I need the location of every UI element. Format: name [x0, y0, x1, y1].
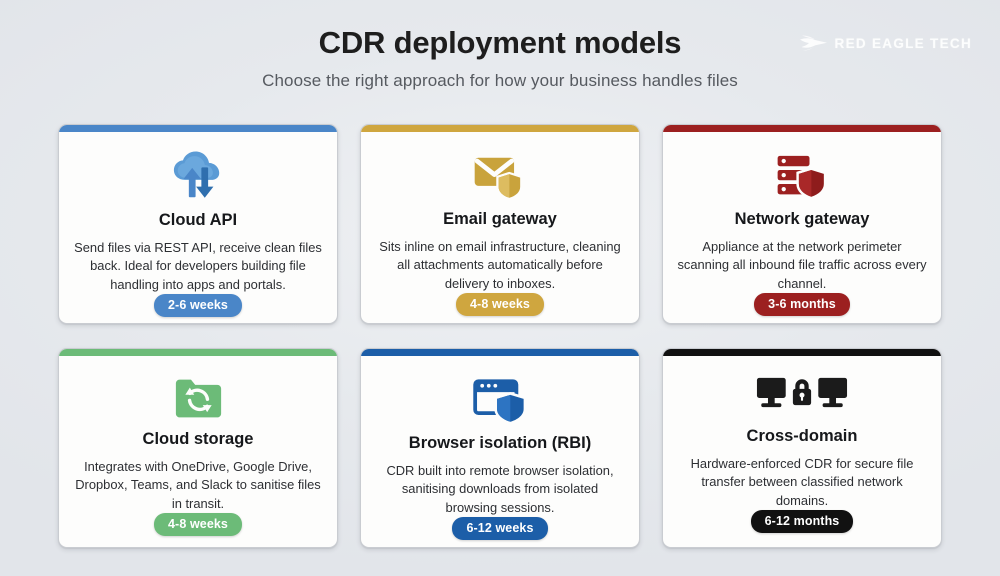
server-shield-icon [772, 150, 832, 203]
card-description: CDR built into remote browser isolation,… [386, 462, 614, 515]
card-title: Browser isolation (RBI) [408, 434, 592, 452]
card-network-gateway[interactable]: Network gateway Appliance at the network… [662, 124, 942, 324]
card-badge-wrap: 6-12 months [750, 510, 854, 534]
card-cross-domain[interactable]: Cross-domain Hardware-enforced CDR for s… [662, 348, 942, 548]
card-cloud-storage[interactable]: Cloud storage Integrates with OneDrive, … [58, 348, 338, 548]
cloud-upload-download-icon [167, 150, 229, 204]
dual-monitor-lock-icon [756, 374, 848, 420]
card-title: Cloud API [158, 211, 238, 229]
card-description: Sits inline on email infrastructure, cle… [379, 238, 621, 291]
card-title: Cross-domain [746, 427, 858, 445]
card-accent-bar [59, 349, 337, 356]
card-badge-wrap: 4-8 weeks [456, 293, 544, 317]
card-accent-bar [361, 125, 639, 132]
brand-logo: RED EAGLE TECH [799, 32, 972, 54]
status-badge: 4-8 weeks [154, 513, 242, 537]
status-badge: 3-6 months [754, 293, 850, 317]
card-badge-wrap: 6-12 weeks [452, 517, 548, 541]
card-accent-bar [59, 125, 337, 132]
status-badge: 6-12 weeks [452, 517, 548, 541]
card-accent-bar [663, 125, 941, 132]
status-badge: 4-8 weeks [456, 293, 544, 317]
status-badge: 2-6 weeks [154, 294, 242, 318]
card-badge-wrap: 4-8 weeks [154, 513, 242, 537]
envelope-shield-icon [470, 150, 530, 203]
page-subtitle: Choose the right approach for how your b… [262, 71, 738, 91]
eagle-icon [799, 32, 829, 54]
logo-text: RED EAGLE TECH [834, 35, 972, 51]
card-description: Hardware-enforced CDR for secure file tr… [690, 455, 914, 508]
card-badge-wrap: 3-6 months [754, 293, 850, 317]
page-title: CDR deployment models [318, 25, 682, 60]
page-header: CDR deployment models Choose the right a… [0, 0, 1000, 91]
card-description: Integrates with OneDrive, Google Drive, … [75, 458, 321, 511]
folder-sync-icon [172, 374, 225, 423]
card-accent-bar [663, 349, 941, 356]
card-title: Network gateway [734, 210, 870, 228]
card-badge-wrap: 2-6 weeks [154, 294, 242, 318]
browser-shield-icon [470, 374, 530, 427]
card-browser-isolation[interactable]: Browser isolation (RBI) CDR built into r… [360, 348, 640, 548]
card-description: Appliance at the network perimeter scann… [677, 238, 927, 291]
card-cloud-api[interactable]: Cloud API Send files via REST API, recei… [58, 124, 338, 324]
card-description: Send files via REST API, receive clean f… [74, 239, 322, 292]
card-title: Cloud storage [142, 430, 254, 448]
deployment-models-grid: Cloud API Send files via REST API, recei… [58, 124, 942, 548]
card-title: Email gateway [443, 210, 557, 228]
status-badge: 6-12 months [750, 510, 854, 534]
card-accent-bar [361, 349, 639, 356]
card-email-gateway[interactable]: Email gateway Sits inline on email infra… [360, 124, 640, 324]
